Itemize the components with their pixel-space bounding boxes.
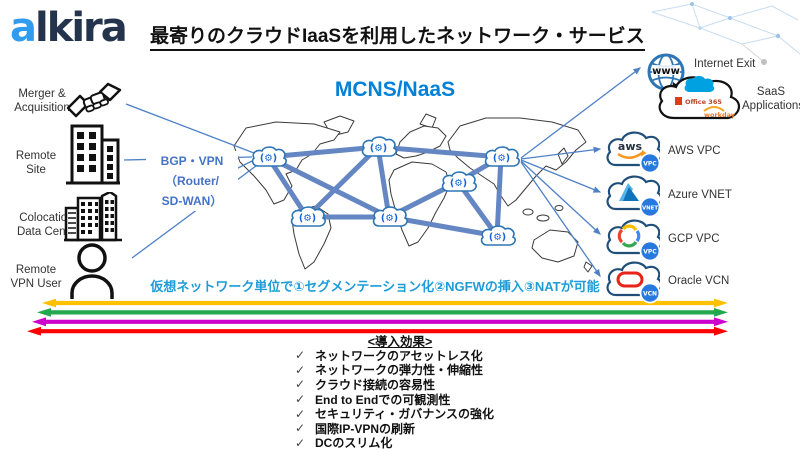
access-method-label: BGP・VPN （Router/ SD-WAN） — [146, 151, 238, 211]
benefit-text: ネットワークのアセットレス化 — [315, 348, 483, 363]
benefit-text: ネットワークの弾力性・伸縮性 — [315, 363, 484, 378]
azure-logo — [619, 183, 633, 201]
alkira-logo: alkira — [10, 4, 128, 52]
check-icon: ✓ — [295, 362, 306, 377]
vpc-badge — [639, 240, 660, 262]
benefit-text: クラウド接続の容易性 — [315, 377, 436, 392]
svg-text:(⚙): (⚙) — [260, 153, 277, 164]
vcn-badge — [639, 282, 660, 304]
benefit-item: ✓ End to Endでの可観測性 — [295, 392, 494, 407]
benefits-list: ✓ ネットワークのアセットレス化 ✓ ネットワークの弾力性・伸縮性 ✓ クラウド… — [295, 348, 494, 450]
svg-text:VNET: VNET — [642, 206, 658, 212]
vnet-badge — [639, 196, 660, 218]
benefit-item: ✓ ネットワークの弾力性・伸縮性 — [295, 363, 494, 378]
label-remote-site: Remote Site — [15, 150, 57, 176]
pop-node: (⚙) — [480, 225, 516, 246]
gcp-cloud-icon: VPC — [606, 219, 660, 262]
benefits-title: <導入効果> — [367, 335, 433, 349]
benefit-text: セキュリティ・ガバナンスの強化 — [315, 407, 495, 422]
svg-text:aws: aws — [618, 140, 643, 153]
label-saas-applications: SaaS Applications — [742, 86, 800, 112]
gcp-logo — [617, 224, 641, 248]
check-icon: ✓ — [295, 406, 306, 421]
svg-text:(⚙): (⚙) — [299, 213, 316, 224]
network-caption: 仮想ネットワーク単位で①セグメンテーション化②NGFWの挿入③NATが可能 — [150, 279, 600, 294]
check-icon: ✓ — [295, 435, 306, 450]
span-arrows — [27, 298, 728, 336]
oracle-cloud-icon: VCN — [606, 261, 660, 304]
check-icon: ✓ — [295, 377, 306, 392]
check-icon: ✓ — [295, 421, 306, 436]
svg-text:VPC: VPC — [643, 161, 657, 168]
label-merger-acquisition: Merger & Acquisition — [14, 88, 70, 114]
label-oracle-vcn: Oracle VCN — [668, 275, 730, 287]
benefit-text: End to Endでの可観測性 — [315, 392, 451, 407]
pop-node: (⚙) — [251, 146, 287, 167]
network-title: MCNS/NaaS — [334, 78, 456, 101]
pop-node: (⚙) — [290, 206, 326, 227]
world-map — [233, 113, 593, 273]
benefit-item: ✓ セキュリティ・ガバナンスの強化 — [295, 406, 495, 422]
benefit-item: ✓ ネットワークのアセットレス化 — [295, 348, 494, 363]
pop-node: (⚙) — [484, 146, 520, 167]
benefit-text: 国際IP-VPNの刷新 — [315, 421, 416, 436]
aws-cloud-icon: aws VPC — [606, 131, 660, 174]
logo-rest: lkira — [35, 5, 128, 51]
label-gcp-vpc: GCP VPC — [668, 233, 720, 245]
svg-text:www: www — [652, 66, 680, 77]
office365-logo — [675, 97, 682, 105]
label-internet-exit: Internet Exit — [694, 58, 756, 70]
svg-text:(⚙): (⚙) — [370, 143, 387, 154]
office-building-icon — [66, 124, 120, 185]
svg-text:(⚙): (⚙) — [493, 153, 510, 164]
label-aws-vpc: AWS VPC — [668, 145, 721, 157]
pop-node: (⚙) — [361, 136, 397, 157]
label-colocation: Colocation/ Data Center — [16, 212, 79, 238]
label-remote-vpn-user: Remote VPN User — [10, 264, 62, 290]
svg-text:workday: workday — [704, 111, 736, 119]
oracle-logo — [616, 271, 644, 288]
azure-cloud-icon: VNET — [606, 175, 660, 218]
benefit-item: ✓ 国際IP-VPNの刷新 — [295, 421, 494, 436]
svg-text:(⚙): (⚙) — [381, 213, 398, 224]
svg-text:(⚙): (⚙) — [489, 232, 506, 243]
benefit-item: ✓ クラウド接続の容易性 — [295, 377, 494, 392]
datacenter-icon — [64, 192, 122, 242]
pop-node: (⚙) — [372, 206, 408, 227]
svg-text:VPC: VPC — [643, 249, 657, 256]
handshake-icon — [66, 82, 122, 118]
person-icon — [70, 243, 114, 299]
check-icon: ✓ — [295, 348, 306, 363]
svg-text:VCN: VCN — [643, 291, 657, 298]
workday-logo — [703, 106, 725, 112]
vpc-badge — [639, 152, 660, 174]
svg-text:Office 365: Office 365 — [685, 98, 722, 106]
label-azure-vnet: Azure VNET — [668, 189, 732, 201]
decorative-mesh — [651, 2, 800, 65]
logo-a: a — [10, 5, 37, 51]
page-title: 最寄りのクラウドIaaSを利用したネットワーク・サービス — [150, 21, 645, 51]
svg-text:(⚙): (⚙) — [450, 178, 467, 189]
pop-nodes: (⚙) (⚙) (⚙) (⚙) (⚙) (⚙) — [251, 136, 520, 246]
salesforce-logo — [684, 76, 715, 92]
saas-cloud-icon: Office 365 workday — [658, 76, 740, 120]
benefit-item: ✓ DCのスリム化 — [295, 436, 494, 450]
check-icon: ✓ — [295, 392, 306, 407]
pop-node: (⚙) — [441, 171, 477, 192]
benefit-text: DCのスリム化 — [315, 436, 393, 450]
right-egress-lines — [520, 67, 642, 278]
